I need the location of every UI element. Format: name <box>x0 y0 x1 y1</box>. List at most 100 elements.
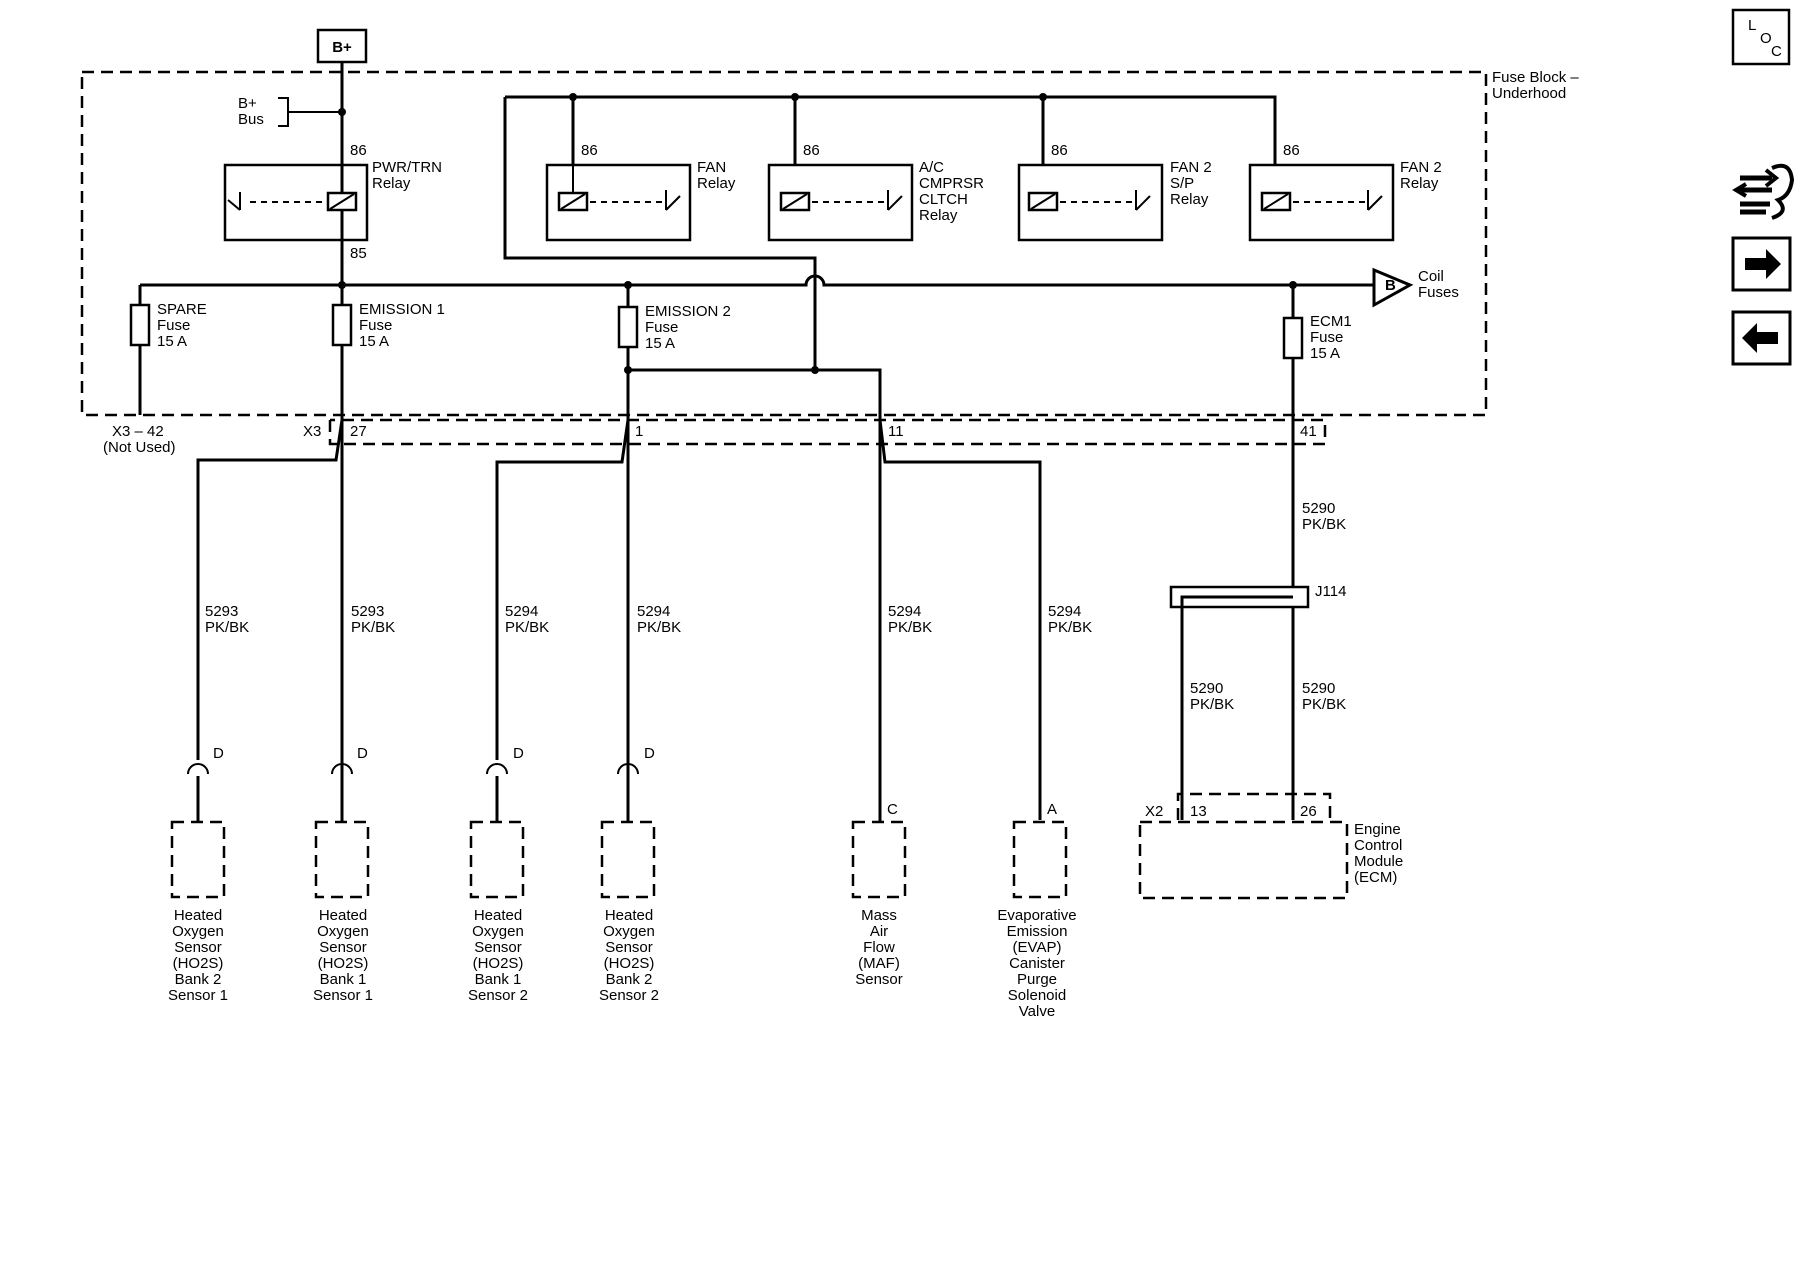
wire-5293-a-circuit: 5293 <box>205 603 238 620</box>
wire-5294-a-circuit: 5294 <box>505 603 538 620</box>
evap-label-6: Solenoid <box>1008 987 1066 1004</box>
coil-fuses-letter: B <box>1385 277 1396 294</box>
spare-fuse-name: SPARE <box>157 301 207 318</box>
fan2-sp-relay-name-2: S/P <box>1170 175 1194 192</box>
x3-pin41: 41 <box>1300 423 1317 440</box>
ho2s-b1s2-label-6: Sensor 2 <box>468 987 528 1004</box>
ho2s-bank2-sensor2[interactable] <box>600 820 656 899</box>
pwr-trn-pin86: 86 <box>350 142 367 159</box>
ecm1-fuse-name: ECM1 <box>1310 313 1352 330</box>
emission2-fuse-rating: 15 A <box>645 335 675 352</box>
x3-pin11: 11 <box>888 423 904 440</box>
wire-5294-a-color: PK/BK <box>505 619 549 636</box>
x3-42-label: X3 – 42 <box>112 423 164 440</box>
x3-connector <box>328 418 1327 446</box>
fuse-block-label-2: Underhood <box>1492 85 1566 102</box>
arrow-right-icon[interactable] <box>1731 236 1792 292</box>
evap-label-1: Evaporative <box>997 907 1076 924</box>
emission1-fuse-kind: Fuse <box>359 317 392 334</box>
fan2-relay-name: FAN 2 <box>1400 159 1442 176</box>
connector-d-ho2s-b1s1 <box>331 763 353 822</box>
ho2s-b2s1-label-1: Heated <box>174 907 222 924</box>
x2-label: X2 <box>1145 803 1163 820</box>
coil-fuses-arrow[interactable] <box>1372 267 1414 308</box>
ho2s-b2s2-label-6: Sensor 2 <box>599 987 659 1004</box>
pin-d-ho2s-b2s2: D <box>644 745 655 762</box>
ho2s-b1s1-label-5: Bank 1 <box>320 971 367 988</box>
ho2s-b2s1-label-2: Oxygen <box>172 923 224 940</box>
arrow-left-icon[interactable] <box>1731 310 1792 366</box>
wire-5290-top-circuit: 5290 <box>1302 500 1335 517</box>
pwr-trn-name-2: Relay <box>372 175 411 192</box>
pwr-trn-pin85: 85 <box>350 245 367 262</box>
ho2s-b1s2-label-4: (HO2S) <box>473 955 524 972</box>
evap-label-4: Canister <box>1009 955 1065 972</box>
ho2s-b2s1-label-6: Sensor 1 <box>168 987 228 1004</box>
ecm-label-3: Module <box>1354 853 1403 870</box>
emission2-fuse[interactable] <box>617 305 639 349</box>
ecm1-fuse[interactable] <box>1282 316 1304 360</box>
wire-5294-d-circuit: 5294 <box>1048 603 1081 620</box>
pin-a-evap: A <box>1047 801 1057 818</box>
maf-label-2: Air <box>870 923 888 940</box>
bplus-label: B+ <box>332 39 352 56</box>
spare-fuse-rating: 15 A <box>157 333 187 350</box>
wire-5293-a-color: PK/BK <box>205 619 249 636</box>
ho2s-bank1-sensor1[interactable] <box>314 820 370 899</box>
wire-5294-d-color: PK/BK <box>1048 619 1092 636</box>
maf-sensor[interactable] <box>851 820 907 899</box>
wire-5290-right-color: PK/BK <box>1302 696 1346 713</box>
pin-d-ho2s-b1s1: D <box>357 745 368 762</box>
ho2s-b1s1-label-3: Sensor <box>319 939 367 956</box>
emission1-fuse[interactable] <box>331 303 353 347</box>
wire-5294-c-circuit: 5294 <box>888 603 921 620</box>
fan-relay-name: FAN <box>697 159 726 176</box>
x2-connector <box>1176 792 1332 820</box>
connector-d-ho2s-b2s2 <box>617 763 639 822</box>
j114-label: J114 <box>1315 583 1346 600</box>
bplus-bus-label-2: Bus <box>238 111 264 128</box>
svg-text:O: O <box>1760 30 1772 47</box>
evap-label-3: (EVAP) <box>1013 939 1062 956</box>
ho2s-b2s1-label-3: Sensor <box>174 939 222 956</box>
ecm-module[interactable] <box>1138 820 1349 900</box>
wire-5294-b-color: PK/BK <box>637 619 681 636</box>
emission1-fuse-name: EMISSION 1 <box>359 301 445 318</box>
wire-5290-right-circuit: 5290 <box>1302 680 1335 697</box>
x3-pin1: 1 <box>635 423 643 440</box>
ho2s-b2s2-label-3: Sensor <box>605 939 653 956</box>
wire-5294-c-color: PK/BK <box>888 619 932 636</box>
wire-5294-b-circuit: 5294 <box>637 603 670 620</box>
ac-relay-name: A/C <box>919 159 944 176</box>
coil-fuses-label-2: Fuses <box>1418 284 1459 301</box>
location-icon[interactable]: L O C <box>1731 8 1791 66</box>
ecm1-fuse-rating: 15 A <box>1310 345 1340 362</box>
ac-relay-pin86: 86 <box>803 142 820 159</box>
ac-relay-name-4: Relay <box>919 207 958 224</box>
spare-fuse[interactable] <box>129 303 151 347</box>
emission2-fuse-kind: Fuse <box>645 319 678 336</box>
ac-relay-name-3: CLTCH <box>919 191 968 208</box>
spare-fuse-kind: Fuse <box>157 317 190 334</box>
evap-purge-valve[interactable] <box>1012 820 1068 899</box>
ho2s-bank2-sensor1[interactable] <box>170 820 226 899</box>
harness-icon[interactable] <box>1732 163 1795 220</box>
ho2s-b1s2-label-5: Bank 1 <box>475 971 522 988</box>
ho2s-b1s1-label-6: Sensor 1 <box>313 987 373 1004</box>
ho2s-b2s2-label-2: Oxygen <box>603 923 655 940</box>
pin-c-maf: C <box>887 801 898 818</box>
ho2s-bank1-sensor2[interactable] <box>469 820 525 899</box>
x2-pin13: 13 <box>1190 803 1207 820</box>
fan2-relay-pin86: 86 <box>1283 142 1300 159</box>
emission2-fuse-name: EMISSION 2 <box>645 303 731 320</box>
ho2s-b2s1-label-5: Bank 2 <box>175 971 222 988</box>
fan2-relay-name-2: Relay <box>1400 175 1439 192</box>
ho2s-b1s1-label-1: Heated <box>319 907 367 924</box>
evap-label-5: Purge <box>1017 971 1057 988</box>
svg-text:L: L <box>1748 17 1756 34</box>
fan-relay-name-2: Relay <box>697 175 736 192</box>
maf-label-3: Flow <box>863 939 895 956</box>
ho2s-b1s1-label-2: Oxygen <box>317 923 369 940</box>
pin-d-ho2s-b2s1: D <box>213 745 224 762</box>
ecm-label-4: (ECM) <box>1354 869 1397 886</box>
